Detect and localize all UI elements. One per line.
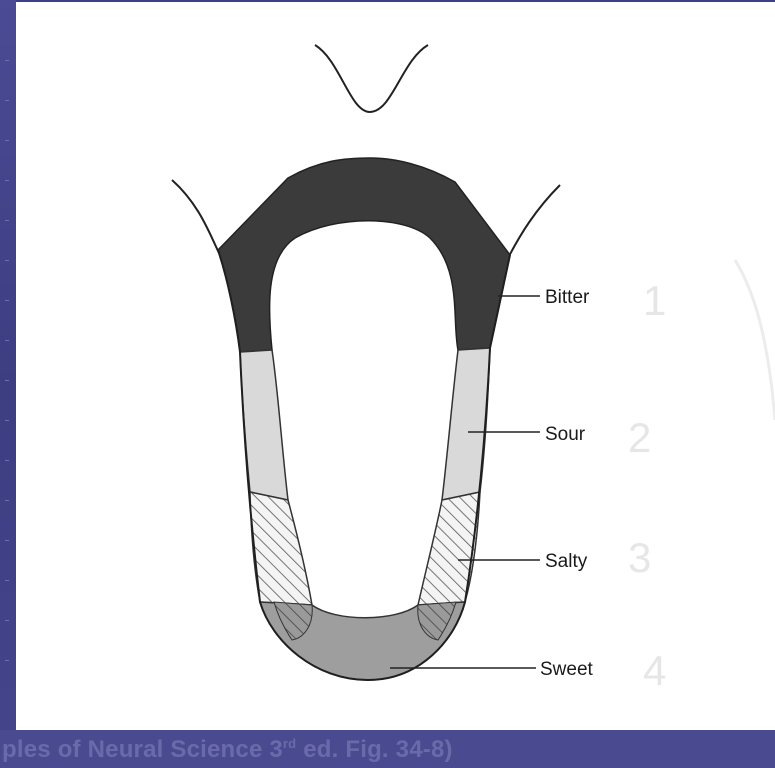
caption-text: ples of Neural Science 3 bbox=[2, 736, 283, 763]
salty-number: 3 bbox=[628, 534, 651, 581]
figure-caption: ples of Neural Science 3rd ed. Fig. 34-8… bbox=[2, 736, 453, 764]
page-curl-shadow bbox=[735, 260, 775, 420]
caption-superscript: rd bbox=[283, 736, 296, 751]
sour-region-right bbox=[442, 348, 490, 500]
sour-label: Sour bbox=[545, 424, 586, 445]
salty-label: Salty bbox=[545, 551, 588, 572]
sweet-number: 4 bbox=[643, 647, 666, 694]
bitter-number: 1 bbox=[643, 277, 666, 324]
bitter-region bbox=[218, 158, 510, 352]
throat-line-left bbox=[172, 180, 220, 255]
sour-number: 2 bbox=[628, 414, 651, 461]
epiglottis-outline bbox=[315, 45, 428, 112]
salty-region-right bbox=[418, 492, 480, 605]
caption-bar: ples of Neural Science 3rd ed. Fig. 34-8… bbox=[0, 730, 775, 768]
sweet-label: Sweet bbox=[540, 659, 594, 680]
bitter-label: Bitter bbox=[545, 287, 590, 308]
caption-text-end: ed. Fig. 34-8) bbox=[296, 736, 452, 763]
throat-line-right bbox=[508, 185, 560, 258]
